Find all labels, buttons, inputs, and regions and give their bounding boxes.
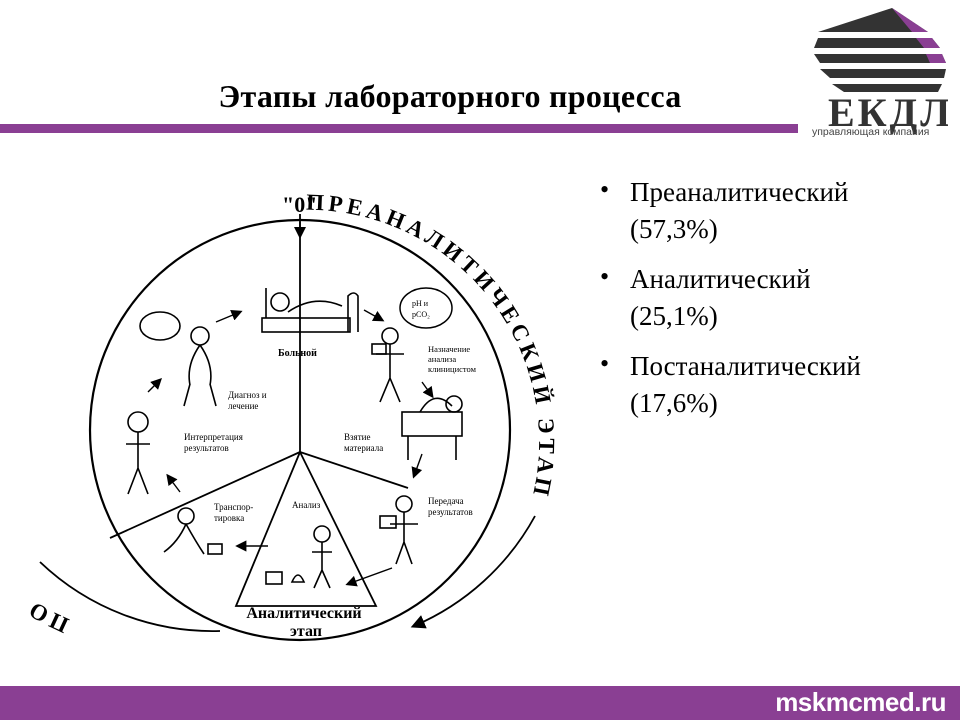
svg-text:pCO₂: pCO₂: [412, 310, 430, 319]
stage-list: • Преаналитический (57,3%) • Аналитическ…: [596, 174, 936, 435]
patient-bed-icon: [261, 288, 359, 333]
stage-name: Аналитический: [630, 264, 811, 294]
start-marker: "0": [282, 192, 317, 217]
courier-figure-icon: [379, 495, 418, 565]
flow-arrow-icon: [147, 378, 162, 393]
stage-name: Преаналитический: [630, 177, 849, 207]
analytical-triangle: [234, 449, 378, 607]
flow-arrow-icon: [363, 309, 385, 322]
step-transfer: Передача результатов: [428, 496, 473, 517]
doctor-figure-icon: [371, 327, 404, 403]
flow-arrow-icon: [345, 567, 393, 587]
thinking-doctor-icon: [126, 411, 150, 495]
left-divider: [109, 451, 301, 539]
flow-arrow-icon: [166, 473, 181, 493]
footer-bar: mskmcmed.ru: [0, 686, 960, 720]
step-transport: Транспор- тировка: [214, 502, 256, 523]
flow-arrow-icon: [411, 453, 423, 479]
logo-caption: управляющая компания: [812, 126, 930, 138]
thought-bubble-icon: pH и pCO₂: [399, 287, 453, 329]
stage-percent: (25,1%): [630, 301, 718, 331]
list-item: • Постаналитический (17,6%): [596, 348, 936, 422]
logo-wordmark: ЕКДЛ: [828, 90, 948, 135]
lab-technician-icon: [265, 525, 332, 589]
outer-arrow-left: [39, 561, 221, 632]
bullet-icon: •: [600, 349, 610, 378]
flow-arrow-icon: [421, 381, 434, 399]
blood-sampling-icon: [401, 395, 463, 460]
flow-arrow-icon: [215, 310, 243, 323]
laboratory-process-diagram: ПРЕАНАЛИТИЧЕСКИЙ ЭТАП ПОСТАНАЛИТИЧЕСКИЙ …: [30, 190, 555, 642]
bullet-icon: •: [600, 262, 610, 291]
svg-text:pH и: pH и: [412, 299, 429, 308]
step-interpretation: Интерпретация результатов: [184, 432, 245, 453]
title-underline: [0, 124, 798, 133]
step-diagnosis: Диагноз и лечение: [228, 390, 269, 411]
step-sampling: Взятие материала: [344, 432, 383, 453]
step-analysis: Анализ: [292, 500, 321, 510]
stage-percent: (57,3%): [630, 214, 718, 244]
transport-figure-icon: [163, 507, 223, 555]
step-ordering: Назначение анализа клиницистом: [428, 344, 477, 374]
step-patient: Больной: [278, 348, 317, 359]
stage-percent: (17,6%): [630, 388, 718, 418]
list-item: • Аналитический (25,1%): [596, 261, 936, 335]
stage-name: Постаналитический: [630, 351, 861, 381]
right-divider: [299, 451, 409, 489]
clinician-figure-icon: [139, 311, 217, 407]
slide-title: Этапы лабораторного процесса: [218, 78, 682, 114]
list-item: • Преаналитический (57,3%): [596, 174, 936, 248]
analytical-stage-label: Аналитический этап: [246, 605, 365, 640]
bullet-icon: •: [600, 175, 610, 204]
ekdl-striped-building-logo: ЕКДЛ: [814, 8, 948, 135]
footer-site-link[interactable]: mskmcmed.ru: [775, 687, 946, 717]
outer-arrow-right: [410, 515, 536, 629]
postanalytical-arc-label: ПОСТАНАЛИТИЧЕСКИЙ ЭТАП: [30, 236, 72, 638]
